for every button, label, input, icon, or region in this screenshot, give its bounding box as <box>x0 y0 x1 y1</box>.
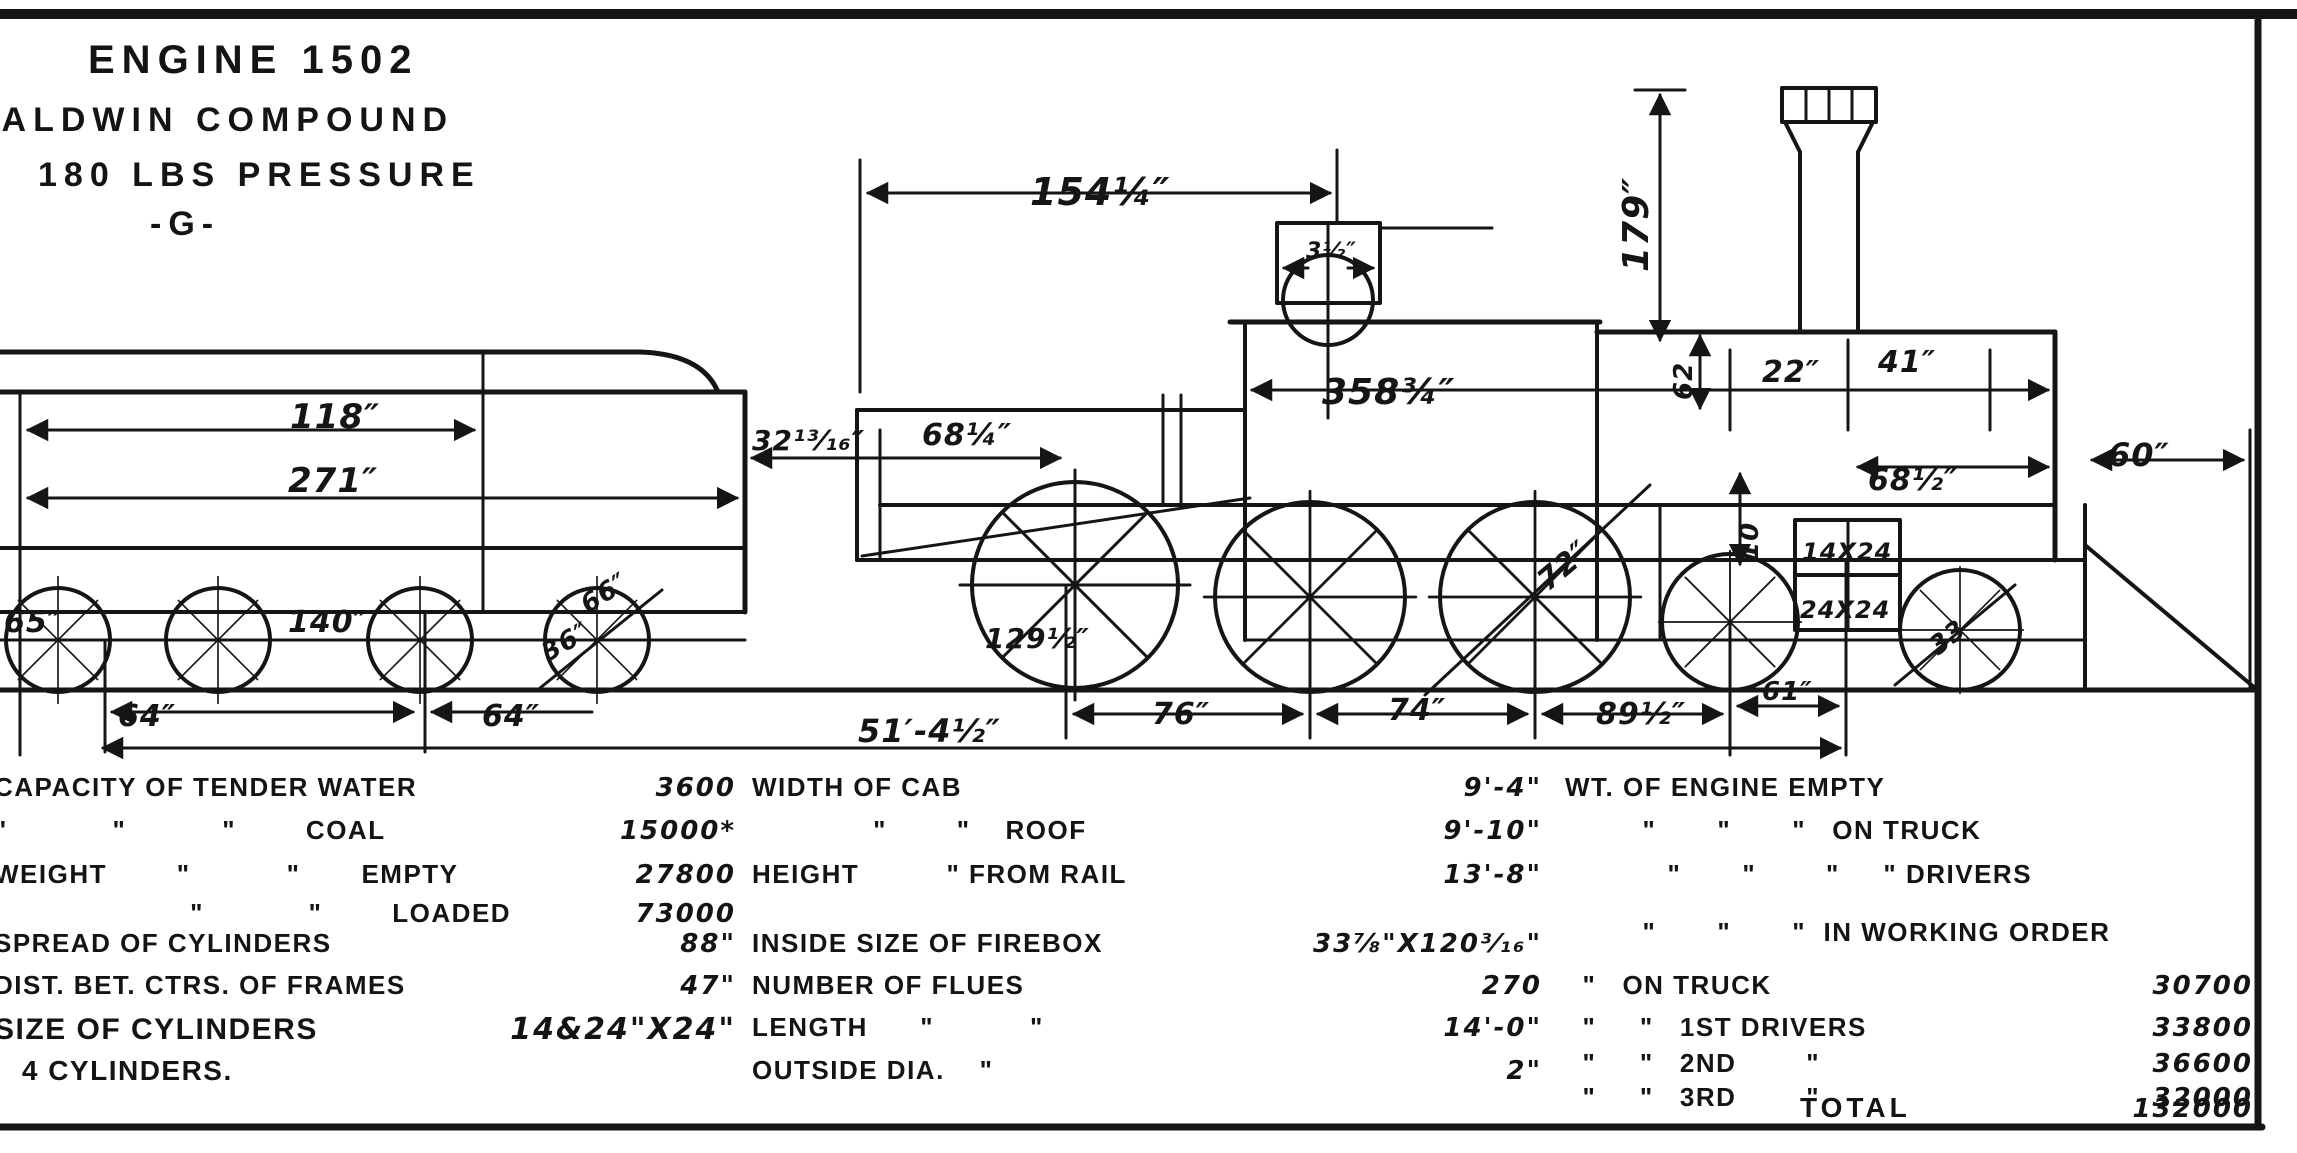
dim-179: 179″ <box>1616 177 1657 272</box>
dim-154: 154¼″ <box>1030 170 1171 214</box>
dim-3half: 3½″ <box>1306 239 1357 264</box>
spec-row: " ON TRUCK 30700 <box>1565 970 2253 1001</box>
spec-row: " " " IN WORKING ORDER <box>1625 917 2111 947</box>
dim-22: 22″ <box>1762 355 1820 390</box>
spec-row: INSIDE SIZE OF FIREBOX 33⅞"X120³⁄₁₆" <box>752 928 1542 959</box>
spec-row: SPREAD OF CYLINDERS 88" <box>0 928 736 959</box>
dim-10: 10 <box>1735 522 1765 560</box>
dim-41: 41″ <box>1877 345 1936 380</box>
spec-row: WT. OF ENGINE EMPTY <box>1565 772 1886 802</box>
spec-row: WIDTH OF CAB 9'-4" <box>752 772 1542 803</box>
spec-row: " " 1ST DRIVERS 33800 <box>1565 1012 2253 1043</box>
spec-row: " " LOADED 73000 <box>164 898 736 929</box>
dim-65: 65″ <box>4 605 62 640</box>
builder-line: BALDWIN COMPOUND <box>0 101 455 139</box>
dimension-labels: 118″ 271″ 65″ 140″ 66″ 36″ 64″ 64″ 154¼″… <box>4 170 2170 750</box>
sheet-border <box>0 9 2297 1131</box>
spec-row: " " " COAL 15000* <box>0 815 736 846</box>
smoke-stack <box>1780 86 1878 334</box>
engine-title: ENGINE 1502 <box>88 38 419 82</box>
tender-wheels <box>0 575 664 705</box>
pressure-line: 180 LBS PRESSURE <box>38 156 481 194</box>
dim-68half: 68½″ <box>1868 463 1958 498</box>
dim-62: 62 <box>1669 362 1699 400</box>
dim-61: 61″ <box>1762 677 1813 707</box>
dim-271: 271″ <box>288 461 378 501</box>
dim-68quarter: 68¼″ <box>922 418 1012 453</box>
dim-32-13-16: 32¹³⁄₁₆″ <box>752 424 865 457</box>
dim-358: 358¾″ <box>1322 372 1456 413</box>
title-block: ENGINE 1502 BALDWIN COMPOUND 180 LBS PRE… <box>0 38 520 244</box>
dim-129half: 129½″ <box>985 622 1090 655</box>
box-label-14x24: 14X24 <box>1802 538 1892 566</box>
box-label-24x24: 24X24 <box>1800 596 1890 624</box>
spec-row: DIST. BET. CTRS. OF FRAMES 47" <box>0 970 736 1001</box>
spec-row: " " " " DRIVERS <box>1650 859 2033 889</box>
dim-60: 60″ <box>2108 436 2170 474</box>
dim-118: 118″ <box>290 397 380 437</box>
spec-row: " " 2ND " 36600 <box>1565 1048 2253 1079</box>
tender-dimension-lines <box>25 418 1843 760</box>
spec-row: OUTSIDE DIA. " 2" <box>752 1055 1542 1086</box>
dim-51-4half: 51′-4½″ <box>858 712 1001 750</box>
spec-row: LENGTH " " 14'-0" <box>752 1012 1542 1043</box>
spec-row: " " ROOF 9'-10" <box>847 815 1542 846</box>
spec-row: CAPACITY OF TENDER WATER 3600 <box>0 772 736 803</box>
engine-body <box>855 86 2257 690</box>
dim-74: 74″ <box>1388 693 1446 728</box>
dim-89half: 89½″ <box>1596 697 1686 732</box>
spec-row: NUMBER OF FLUES 270 <box>752 970 1542 1001</box>
dim-64a: 64″ <box>118 699 176 734</box>
spec-row-total: TOTAL 132000 <box>1800 1092 2253 1124</box>
spec-row: HEIGHT " FROM RAIL 13'-8" <box>752 859 1542 890</box>
dim-64b: 64″ <box>482 699 540 734</box>
spec-row: SIZE OF CYLINDERS 14&24"X24" <box>0 1012 736 1047</box>
spec-row: " " 3RD " 32000 <box>1565 1082 2253 1113</box>
class-letter: -G- <box>150 205 221 243</box>
spec-row: 4 CYLINDERS. <box>0 1055 233 1086</box>
pilot <box>2083 428 2257 690</box>
spec-row: WEIGHT " " EMPTY 27800 <box>0 859 736 890</box>
sand-dome <box>1275 221 1494 420</box>
spec-row: " " " ON TRUCK <box>1625 815 1982 845</box>
dim-76: 76″ <box>1152 697 1210 732</box>
engine-dimension-lines <box>749 88 2246 757</box>
dim-140: 140″ <box>288 605 368 640</box>
